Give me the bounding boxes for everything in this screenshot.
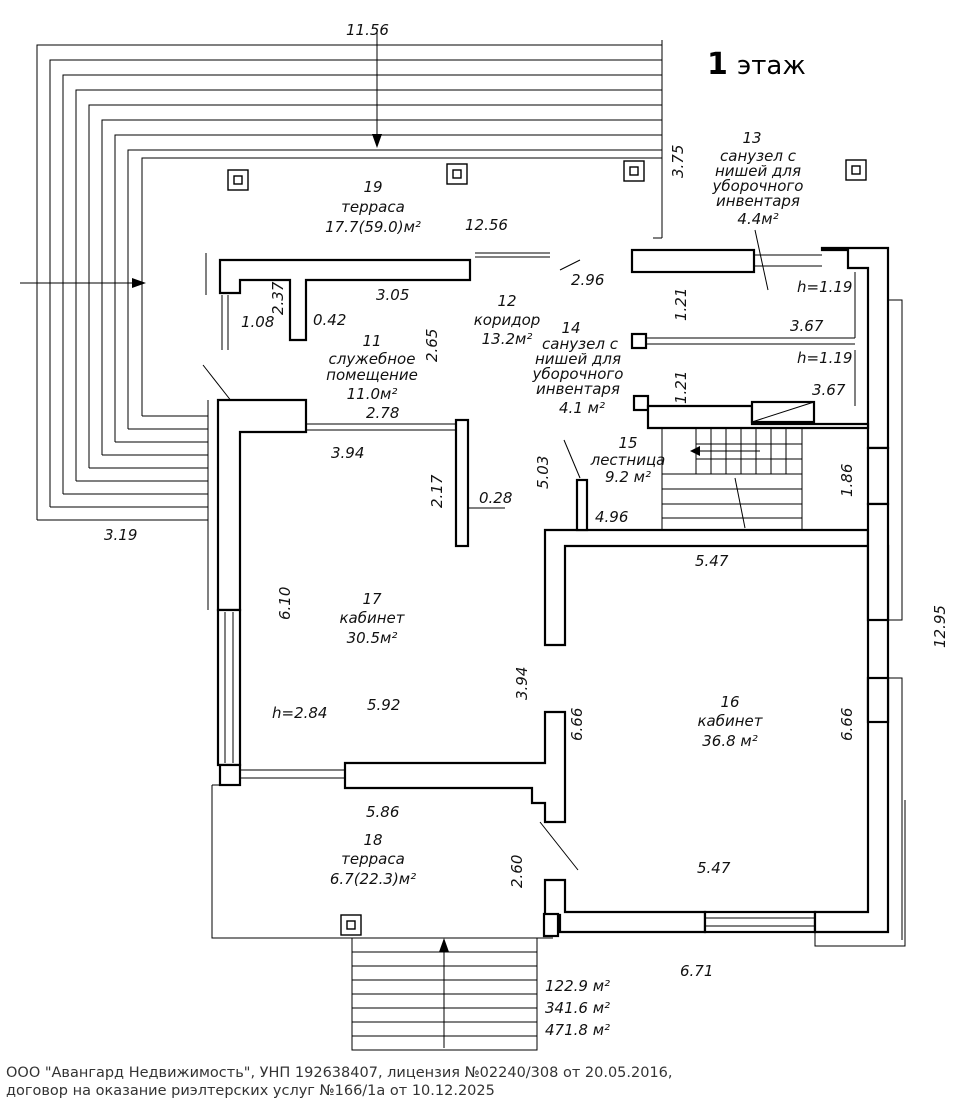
room-area: 30.5м² bbox=[347, 629, 398, 647]
room-name-2: нишей для bbox=[535, 350, 621, 368]
room-area: 17.7(59.0)м² bbox=[325, 218, 421, 236]
room-number: 15 bbox=[618, 434, 637, 452]
room-name-1: санузел с bbox=[720, 147, 797, 165]
room-16-label: 16 кабинет 36.8 м² bbox=[697, 693, 763, 750]
room-name-3: уборочного bbox=[712, 177, 804, 195]
dim-h-1-19-a: h=1.19 bbox=[797, 278, 852, 296]
floor-label: этаж bbox=[737, 51, 806, 81]
dim-4-96: 4.96 bbox=[595, 508, 628, 526]
room-19-label: 19 терраса 17.7(59.0)м² bbox=[325, 178, 421, 236]
dim-2-78: 2.78 bbox=[366, 404, 399, 422]
room-name: терраса bbox=[341, 198, 405, 216]
room-13-label: 13 санузел с нишей для уборочного инвент… bbox=[712, 129, 804, 228]
room-number: 18 bbox=[363, 831, 382, 849]
dim-6-66-a: 6.66 bbox=[568, 708, 586, 741]
dim-5-47-bot: 5.47 bbox=[697, 859, 731, 877]
dim-0-42: 0.42 bbox=[313, 311, 346, 329]
dim-wall: 3.05 bbox=[376, 286, 409, 304]
room-number: 13 bbox=[742, 129, 761, 147]
room-name: терраса bbox=[341, 850, 405, 868]
dim-terrace-side: 3.19 bbox=[104, 526, 137, 544]
dim-top-width: 11.56 bbox=[346, 21, 389, 39]
room-15-label: 15 лестница 9.2 м² bbox=[590, 434, 666, 486]
terrace-19-steps bbox=[20, 30, 663, 521]
dim-5-86: 5.86 bbox=[366, 803, 399, 821]
dim-3-67-b: 3.67 bbox=[812, 381, 846, 399]
dim-2-17: 2.17 bbox=[428, 474, 446, 508]
dim-6-71: 6.71 bbox=[680, 962, 713, 980]
room-name: кабинет bbox=[697, 712, 763, 730]
staircase bbox=[661, 427, 803, 531]
room-14-label: 14 санузел с нишей для уборочного инвент… bbox=[532, 319, 624, 417]
room-area: 11.0м² bbox=[347, 385, 398, 403]
floor-number: 1 bbox=[707, 47, 728, 82]
dim-1-21-b: 1.21 bbox=[672, 371, 690, 404]
dim-6-66-b: 6.66 bbox=[838, 708, 856, 741]
dim-terrace-depth: 3.75 bbox=[669, 145, 687, 178]
dim-total-depth: 12.95 bbox=[931, 605, 949, 648]
footer-line-2: договор на оказание риэлтерских услуг №1… bbox=[6, 1083, 495, 1099]
dim-3-94-top: 3.94 bbox=[331, 444, 364, 462]
dim-0-28: 0.28 bbox=[479, 489, 512, 507]
room-name-2: нишей для bbox=[715, 162, 801, 180]
exterior-details bbox=[205, 229, 906, 947]
dim-6-10: 6.10 bbox=[276, 587, 294, 620]
dimension-labels: 11.56 3.75 12.56 3.19 2.96 3.05 2.37 1.0… bbox=[104, 21, 949, 980]
room-area: 4.4м² bbox=[737, 210, 778, 228]
room-12-label: 12 коридор 13.2м² bbox=[474, 292, 541, 348]
room-area: 6.7(22.3)м² bbox=[330, 870, 416, 888]
room-name-1: служебное bbox=[329, 350, 416, 368]
room-area: 9.2 м² bbox=[605, 468, 651, 486]
dim-1-08: 1.08 bbox=[241, 313, 274, 331]
terrace-18 bbox=[211, 784, 579, 1051]
dim-5-92: 5.92 bbox=[367, 696, 400, 714]
area-totals: 122.9 м² 341.6 м² 471.8 м² bbox=[545, 977, 610, 1039]
room-name-4: инвентаря bbox=[536, 380, 620, 398]
dim-1-21-a: 1.21 bbox=[672, 288, 690, 321]
dim-2-37: 2.37 bbox=[269, 281, 287, 315]
dim-h-1-19-b: h=1.19 bbox=[797, 349, 852, 367]
room-number: 16 bbox=[720, 693, 739, 711]
dim-terrace-length: 12.56 bbox=[465, 216, 508, 234]
room-number: 12 bbox=[497, 292, 516, 310]
room-number: 14 bbox=[561, 319, 580, 337]
walls bbox=[216, 246, 890, 938]
dim-5-47-top: 5.47 bbox=[695, 552, 729, 570]
room-name-2: помещение bbox=[326, 366, 418, 384]
room-name: кабинет bbox=[339, 609, 405, 627]
room-number: 11 bbox=[362, 332, 381, 350]
dim-2-60: 2.60 bbox=[508, 855, 526, 888]
dim-corridor: 2.96 bbox=[571, 271, 604, 289]
total-area-2: 341.6 м² bbox=[545, 999, 610, 1017]
ceiling-height: h=2.84 bbox=[272, 704, 327, 722]
dim-5-03: 5.03 bbox=[534, 456, 552, 489]
room-name: коридор bbox=[474, 311, 541, 329]
dim-3-94-mid: 3.94 bbox=[513, 667, 531, 700]
room-number: 17 bbox=[362, 590, 382, 608]
columns bbox=[227, 159, 867, 936]
total-area-3: 471.8 м² bbox=[545, 1021, 610, 1039]
room-17-label: 17 кабинет 30.5м² bbox=[339, 590, 405, 647]
room-number: 19 bbox=[363, 178, 382, 196]
room-18-label: 18 терраса 6.7(22.3)м² bbox=[330, 831, 416, 888]
room-area: 4.1 м² bbox=[559, 399, 605, 417]
room-area: 36.8 м² bbox=[702, 732, 758, 750]
room-name: лестница bbox=[590, 451, 666, 469]
room-area: 13.2м² bbox=[482, 330, 533, 348]
dim-1-86: 1.86 bbox=[838, 464, 856, 497]
dim-2-65: 2.65 bbox=[423, 329, 441, 362]
footer-line-1: ООО "Авангард Недвижимость", УНП 1926384… bbox=[6, 1065, 673, 1081]
dim-3-67-a: 3.67 bbox=[790, 317, 824, 335]
room-11-label: 11 служебное помещение 11.0м² bbox=[326, 332, 418, 403]
room-name-4: инвентаря bbox=[716, 192, 800, 210]
total-area-1: 122.9 м² bbox=[545, 977, 610, 995]
room-name-3: уборочного bbox=[532, 365, 624, 383]
room-name-1: санузел с bbox=[542, 335, 619, 353]
